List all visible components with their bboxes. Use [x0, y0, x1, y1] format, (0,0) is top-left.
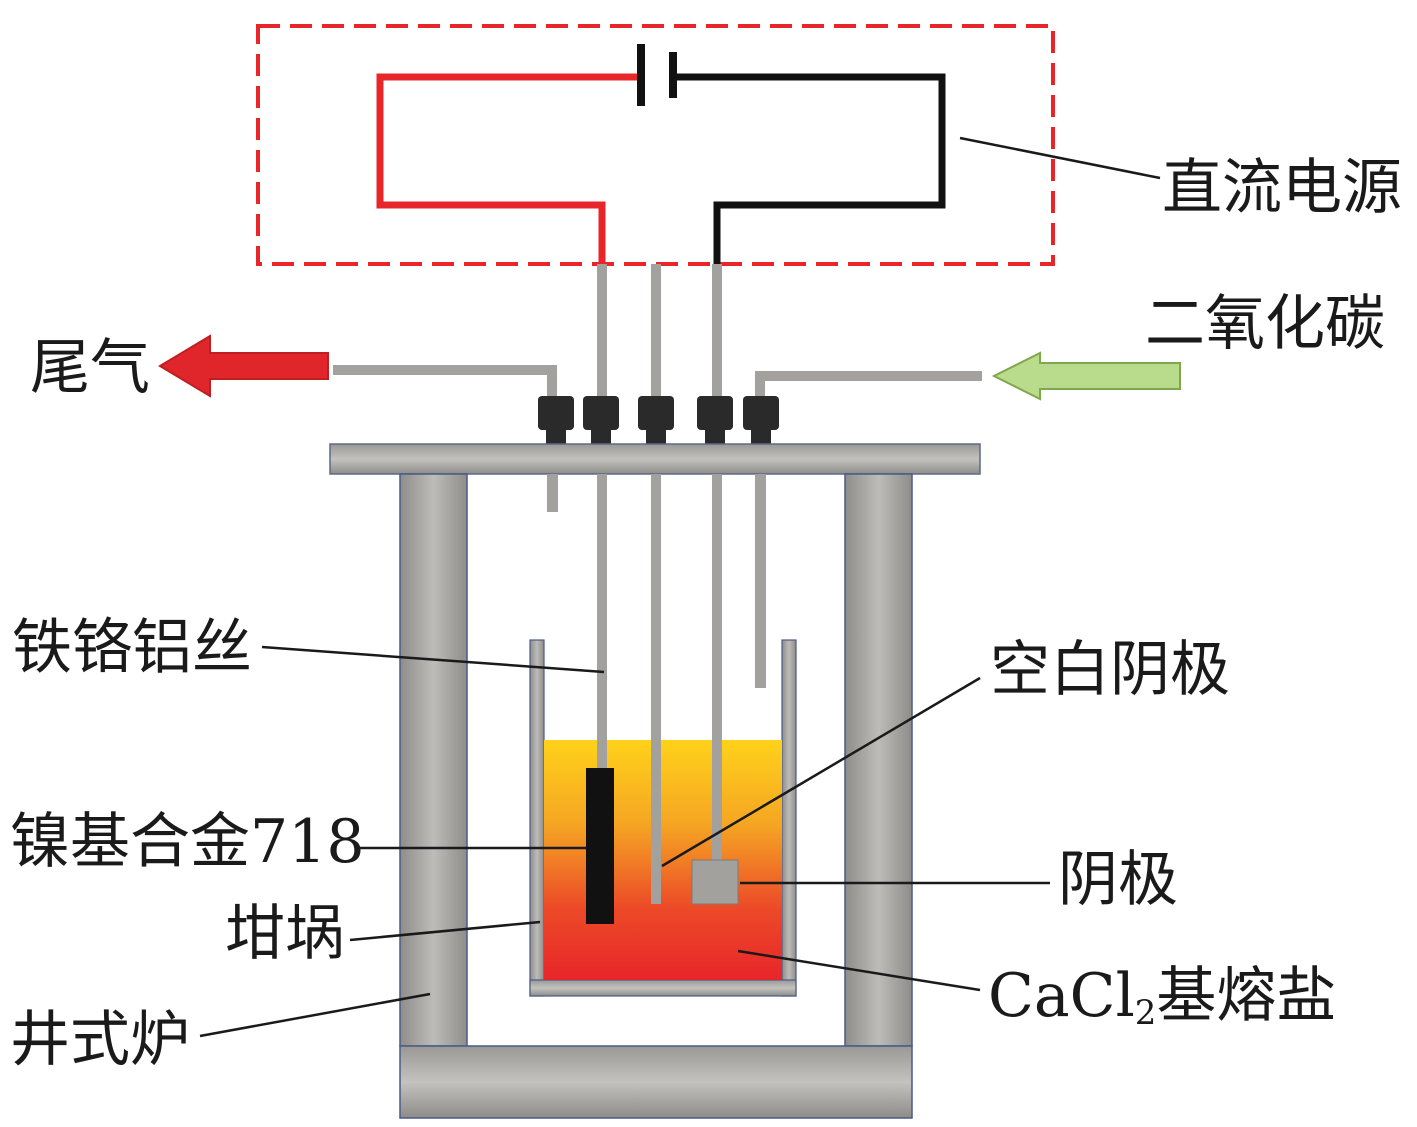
furnace-base [399, 1045, 913, 1119]
co2-inner-tube [755, 474, 766, 688]
label-exhaust: 尾气 [30, 333, 150, 403]
furnace-right-wall [844, 473, 913, 1047]
black-wire [673, 73, 946, 264]
fitting-blank [638, 396, 674, 430]
rod-blank-upper [651, 264, 661, 399]
fitting-cathode [697, 396, 733, 430]
label-salt-sub: 2 [1134, 993, 1157, 1033]
rod-blank-lower [651, 474, 661, 904]
fitting-wire [583, 396, 619, 430]
molten-salt [544, 740, 782, 980]
co2-tube [755, 371, 982, 400]
crucible [529, 639, 797, 997]
power-supply-box [256, 24, 1055, 266]
exhaust-inner-tube [547, 474, 558, 512]
rod-wire-lower [597, 474, 607, 770]
furnace-lid [329, 443, 981, 475]
label-salt-prefix: CaCl [988, 961, 1135, 1031]
leader-lines [199, 645, 1050, 1038]
cathode-block [691, 859, 739, 905]
fitting-co2 [743, 396, 779, 430]
label-salt: CaCl2基熔盐 [988, 966, 1336, 1030]
leader-furnace [199, 992, 431, 1038]
label-crucible: 坩埚 [225, 899, 345, 969]
leader-fecral [261, 645, 605, 674]
label-furnace: 井式炉 [10, 1005, 190, 1075]
label-salt-suffix: 基熔盐 [1156, 961, 1337, 1031]
label-blank-cathode: 空白阴极 [990, 635, 1230, 705]
fitting-exhaust [538, 396, 574, 430]
co2-arrow [991, 351, 1181, 401]
red-wire [376, 73, 640, 264]
label-alloy-number: 718 [250, 807, 365, 877]
rod-cathode-lower [712, 474, 722, 862]
furnace-left-wall [399, 473, 468, 1047]
rod-cathode-upper [712, 264, 722, 399]
rod-wire-upper [597, 264, 607, 399]
leader-blank-cathode [661, 676, 981, 868]
fittings [538, 396, 779, 444]
alloy-718-electrode [586, 768, 614, 924]
label-co2: 二氧化碳 [1145, 289, 1385, 359]
leader-salt [737, 949, 981, 992]
exhaust-tube [333, 365, 557, 400]
exhaust-arrow [158, 334, 329, 398]
label-alloy: 镍基合金718 [10, 812, 365, 872]
label-alloy-prefix: 镍基合金 [10, 807, 250, 877]
label-dc-power: 直流电源 [1162, 153, 1402, 223]
leader-crucible [349, 920, 541, 942]
label-cathode: 阴极 [1058, 845, 1178, 915]
leader-dc-power [959, 136, 1161, 180]
label-fecral-wire: 铁铬铝丝 [12, 613, 252, 683]
